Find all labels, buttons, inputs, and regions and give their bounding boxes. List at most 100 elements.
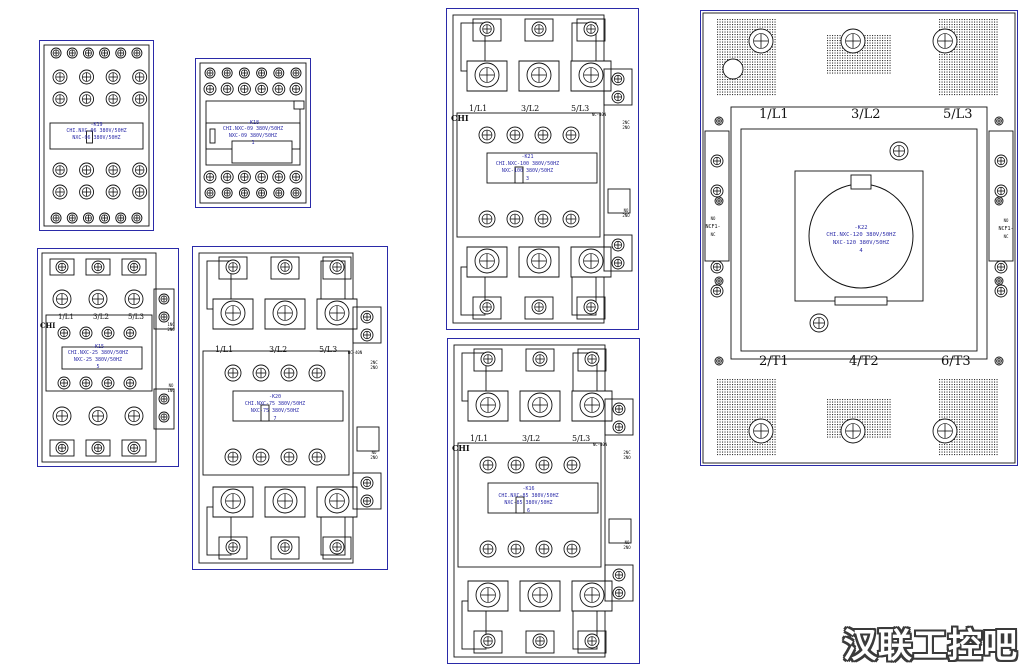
hatch-dot (994, 386, 996, 388)
body-outline (198, 252, 354, 564)
hatch-dot (857, 416, 859, 418)
hatch-dot (769, 74, 771, 76)
hatch-dot (734, 46, 736, 48)
hatch-dot (986, 391, 988, 393)
hatch-dot (991, 74, 993, 76)
hatch-dot (724, 379, 726, 381)
hatch-dot (869, 60, 871, 62)
terminal-screw-ring (133, 49, 141, 57)
contactor-k15[interactable]: 1/L1 3/L2 5/L3 CHI -K15 CHI.NXC-25 380V/… (37, 248, 179, 467)
hatch-dot (742, 439, 744, 441)
hatch-dot (864, 409, 866, 411)
hatch-dot (719, 446, 721, 448)
hatch-dot (762, 379, 764, 381)
hatch-dot (951, 26, 953, 28)
hatch-dot (727, 401, 729, 403)
hatch-dot (989, 401, 991, 403)
hatch-dot (754, 409, 756, 411)
hatch-dot (976, 439, 978, 441)
hatch-dot (941, 94, 943, 96)
hatch-dot (981, 41, 983, 43)
hatch-dot (747, 406, 749, 408)
hatch-dot (842, 55, 844, 57)
hatch-dot (767, 416, 769, 418)
hatch-dot (834, 50, 836, 52)
hatch-dot (754, 56, 756, 58)
hatch-dot (959, 71, 961, 73)
hatch-dot (742, 404, 744, 406)
hatch-dot (722, 49, 724, 51)
hatch-dot (981, 439, 983, 441)
hatch-dot (951, 76, 953, 78)
contactor-k16[interactable]: 1/L1 3/L2 5/L3 CHI -K16 CHI.NXC-85 380V/… (447, 338, 640, 664)
hatch-dot (874, 429, 876, 431)
hatch-dot (734, 51, 736, 53)
hatch-dot (971, 391, 973, 393)
hatch-dot (966, 429, 968, 431)
hatch-dot (724, 29, 726, 31)
hatch-dot (827, 40, 829, 42)
hatch-dot (864, 35, 866, 37)
hatch-dot (989, 69, 991, 71)
terminal-screw-ring (587, 636, 597, 646)
hatch-dot (722, 36, 724, 38)
contactor-k20[interactable]: 1/L1 3/L2 5/L3 -K20 CHI.NXC-75 380V/50HZ… (192, 246, 388, 570)
hatch-dot (951, 386, 953, 388)
hatch-dot (944, 54, 946, 56)
hatch-dot (956, 94, 958, 96)
hatch-dot (737, 44, 739, 46)
contactor-k21[interactable]: 1/L1 3/L2 5/L3 CHI -K21 CHI.NXC-100 380V… (446, 8, 639, 330)
hatch-dot (734, 89, 736, 91)
hatch-dot (727, 439, 729, 441)
hatch-dot (969, 416, 971, 418)
hatch-dot (734, 449, 736, 451)
hatch-dot (727, 389, 729, 391)
hatch-dot (984, 64, 986, 66)
hatch-dot (984, 379, 986, 381)
hatch-dot (767, 454, 769, 456)
hatch-dot (717, 84, 719, 86)
hatch-dot (954, 56, 956, 58)
hatch-dot (717, 409, 719, 411)
hatch-dot (879, 399, 881, 401)
contactor-tag: -K15 (91, 344, 105, 350)
terminal-label: 5/L3 (572, 434, 591, 443)
terminal-screw-ring (510, 543, 522, 555)
hatch-dot (727, 419, 729, 421)
hatch-dot (976, 81, 978, 83)
hatch-dot (772, 436, 774, 438)
side-label: 2NO (622, 125, 630, 130)
hatch-dot (971, 89, 973, 91)
hatch-dot (889, 399, 891, 401)
hatch-dot (727, 89, 729, 91)
hatch-dot (739, 44, 741, 46)
hatch-dot (971, 51, 973, 53)
hatch-dot (717, 441, 719, 443)
hatch-dot (747, 414, 749, 416)
hatch-dot (849, 399, 851, 401)
hatch-dot (774, 406, 776, 408)
contactor-k19[interactable]: -K19 CHI.NXC-06 380V/50HZ NXC-06 380V/50… (39, 40, 154, 231)
hatch-dot (956, 439, 958, 441)
contactor-k22[interactable]: 1/L1 3/L2 5/L3 2/T1 4/T2 6/T3 -K22 CHI.N… (700, 10, 1018, 466)
hatch-dot (966, 386, 968, 388)
hatch-dot (772, 411, 774, 413)
hatch-dot (747, 36, 749, 38)
contactor-k18[interactable]: -K18 CHI.NXC-09 380V/50HZ NXC-09 380V/50… (195, 58, 311, 208)
hatch-dot (872, 60, 874, 62)
hatch-dot (769, 449, 771, 451)
hatch-dot (752, 29, 754, 31)
hatch-dot (769, 81, 771, 83)
hatch-dot (949, 416, 951, 418)
hatch-dot (732, 391, 734, 393)
hatch-dot (874, 434, 876, 436)
hatch-dot (884, 45, 886, 47)
hatch-dot (717, 76, 719, 78)
hatch-dot (717, 39, 719, 41)
hatch-dot (724, 61, 726, 63)
hatch-dot (774, 411, 776, 413)
hatch-dot (966, 56, 968, 58)
hatch-dot (862, 72, 864, 74)
hatch-dot (979, 66, 981, 68)
hatch-dot (961, 394, 963, 396)
